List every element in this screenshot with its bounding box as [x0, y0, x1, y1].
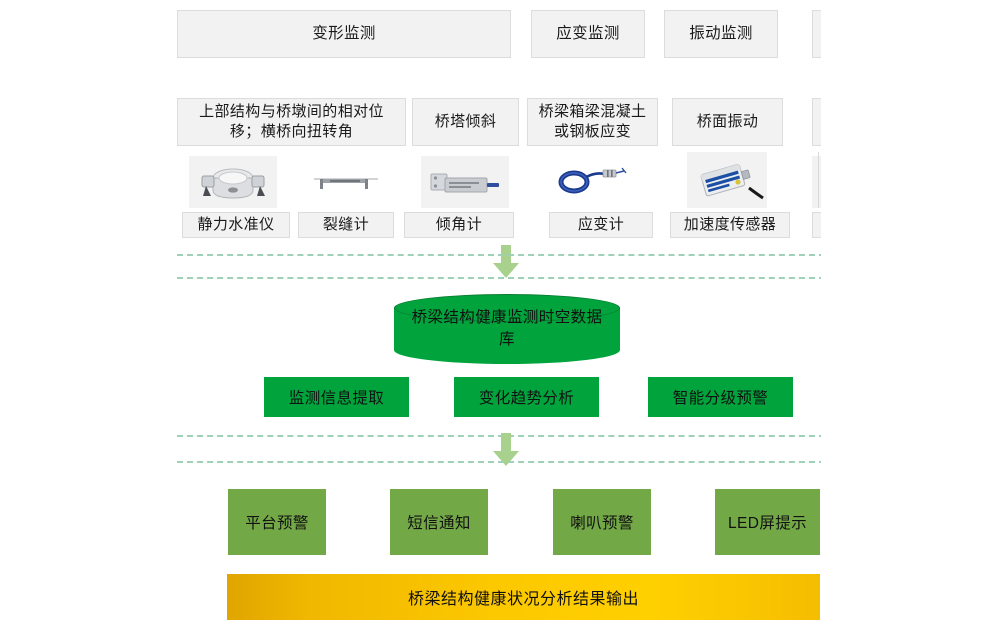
measurand-box-deck-vibration[interactable]: 桥面振动 [672, 98, 783, 146]
measurand-box-girder-strain[interactable]: 桥梁箱梁混凝土或钢板应变 [527, 98, 658, 146]
analysis-box-intelligent-warning[interactable]: 智能分级预警 [648, 377, 793, 417]
analysis-box-information-extraction[interactable]: 监测信息提取 [264, 377, 409, 417]
alert-box-sms-notification[interactable]: 短信通知 [390, 489, 488, 555]
measurand-box-tower-tilt[interactable]: 桥塔倾斜 [412, 98, 519, 146]
category-box-vibration[interactable]: 振动监测 [664, 10, 778, 58]
category-box-clipped[interactable] [812, 10, 821, 58]
right-edge-rule [818, 152, 819, 208]
alert-box-speaker-warning[interactable]: 喇叭预警 [553, 489, 651, 555]
database-label: 桥梁结构健康监测时空数据库 [411, 309, 603, 348]
section-divider-bottom [177, 435, 821, 437]
database-cylinder-top [394, 294, 620, 322]
down-arrow-to-alerts [492, 433, 520, 467]
strain-gauge-photo [552, 156, 640, 204]
down-arrow-to-database [492, 245, 520, 279]
section-divider-bottom-2 [177, 461, 821, 463]
section-divider-top-2 [177, 277, 821, 279]
analysis-box-trend-analysis[interactable]: 变化趋势分析 [454, 377, 599, 417]
slide-clip-region: 变形监测 应变监测 振动监测 上部结构与桥墩间的相对位移；横桥向扭转角 桥塔倾斜… [177, 10, 821, 620]
sensor-label-clipped[interactable] [812, 212, 821, 238]
output-result-bar[interactable]: 桥梁结构健康状况分析结果输出 [227, 574, 820, 620]
inclinometer-photo [421, 156, 509, 208]
section-divider-top [177, 254, 821, 256]
alert-box-platform-warning[interactable]: 平台预警 [228, 489, 326, 555]
spatiotemporal-database[interactable]: 桥梁结构健康监测时空数据库 [394, 294, 620, 364]
crack-meter-photo [306, 160, 386, 204]
sensor-label-crack-meter[interactable]: 裂缝计 [298, 212, 394, 238]
category-box-deformation[interactable]: 变形监测 [177, 10, 511, 58]
sensor-label-inclinometer[interactable]: 倾角计 [404, 212, 514, 238]
database-cylinder-bottom [394, 336, 620, 364]
hydrostatic-level-sensor-photo [189, 156, 277, 208]
measurand-box-clipped[interactable] [812, 98, 821, 146]
clipped-photo [812, 156, 821, 208]
sensor-label-strain-gauge[interactable]: 应变计 [549, 212, 653, 238]
sensor-label-hydrostatic-level[interactable]: 静力水准仪 [182, 212, 290, 238]
category-box-strain[interactable]: 应变监测 [531, 10, 645, 58]
alert-box-led-display[interactable]: LED屏提示 [715, 489, 820, 555]
sensor-label-accelerometer[interactable]: 加速度传感器 [670, 212, 790, 238]
measurand-box-relative-displacement[interactable]: 上部结构与桥墩间的相对位移；横桥向扭转角 [177, 98, 406, 146]
accelerometer-photo [687, 152, 767, 208]
